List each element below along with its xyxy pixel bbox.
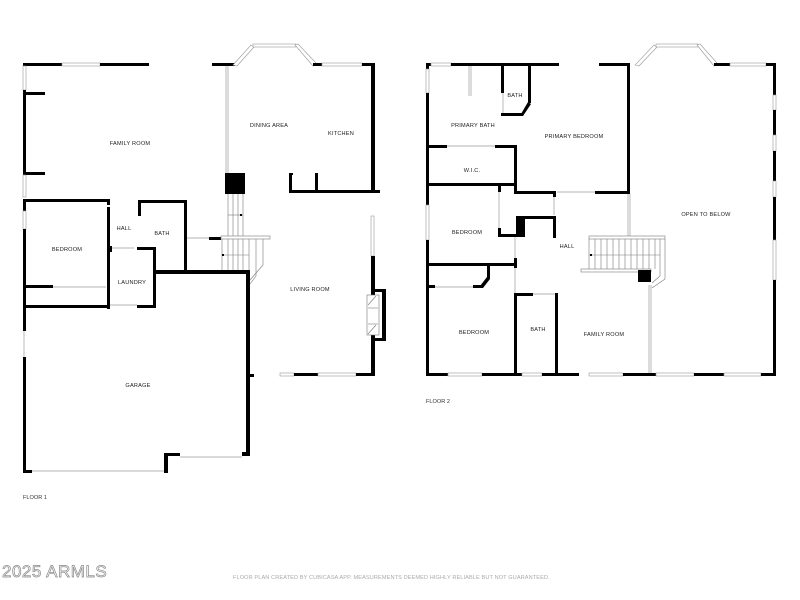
room-label-bedroom-bottom: BEDROOM bbox=[459, 330, 489, 336]
room-label-family-room: FAMILY ROOM bbox=[584, 332, 625, 338]
room-label-bedroom: BEDROOM bbox=[52, 247, 82, 253]
room-label-wic: W.I.C. bbox=[464, 168, 481, 174]
room-label-bedroom-mid: BEDROOM bbox=[452, 230, 482, 236]
room-label-primary-bath: PRIMARY BATH bbox=[451, 123, 495, 129]
room-label-primary-bedroom: PRIMARY BEDROOM bbox=[545, 134, 604, 140]
room-label-hall: HALL bbox=[117, 226, 132, 232]
floor-2-plan: BATH PRIMARY BATH PRIMARY BEDROOM W.I.C.… bbox=[425, 43, 777, 405]
room-label-hall: HALL bbox=[560, 244, 575, 250]
room-label-family-room: FAMILY ROOM bbox=[110, 141, 151, 147]
room-label-laundry: LAUNDRY bbox=[118, 280, 146, 286]
floor-1-plan: FAMILY ROOM DINING AREA KITCHEN HALL BAT… bbox=[22, 43, 386, 501]
room-label-open-to-below: OPEN TO BELOW bbox=[681, 212, 731, 218]
floor-2-label: FLOOR 2 bbox=[426, 399, 450, 405]
copyright-watermark: 2025 ARMLS bbox=[2, 562, 108, 582]
floor-1-stairs bbox=[220, 194, 271, 285]
room-label-bath: BATH bbox=[154, 231, 169, 237]
room-label-garage: GARAGE bbox=[125, 383, 150, 389]
room-label-living-room: LIVING ROOM bbox=[290, 287, 330, 293]
room-label-bath-bottom: BATH bbox=[530, 327, 545, 333]
floor-2-stairs bbox=[580, 235, 666, 289]
room-label-kitchen: KITCHEN bbox=[328, 131, 354, 137]
room-label-bath-top: BATH bbox=[507, 93, 522, 99]
disclaimer-text: FLOOR PLAN CREATED BY CUBICASA APP. MEAS… bbox=[233, 575, 550, 581]
floor-1-label: FLOOR 1 bbox=[23, 495, 47, 501]
room-label-dining-area: DINING AREA bbox=[250, 123, 288, 129]
